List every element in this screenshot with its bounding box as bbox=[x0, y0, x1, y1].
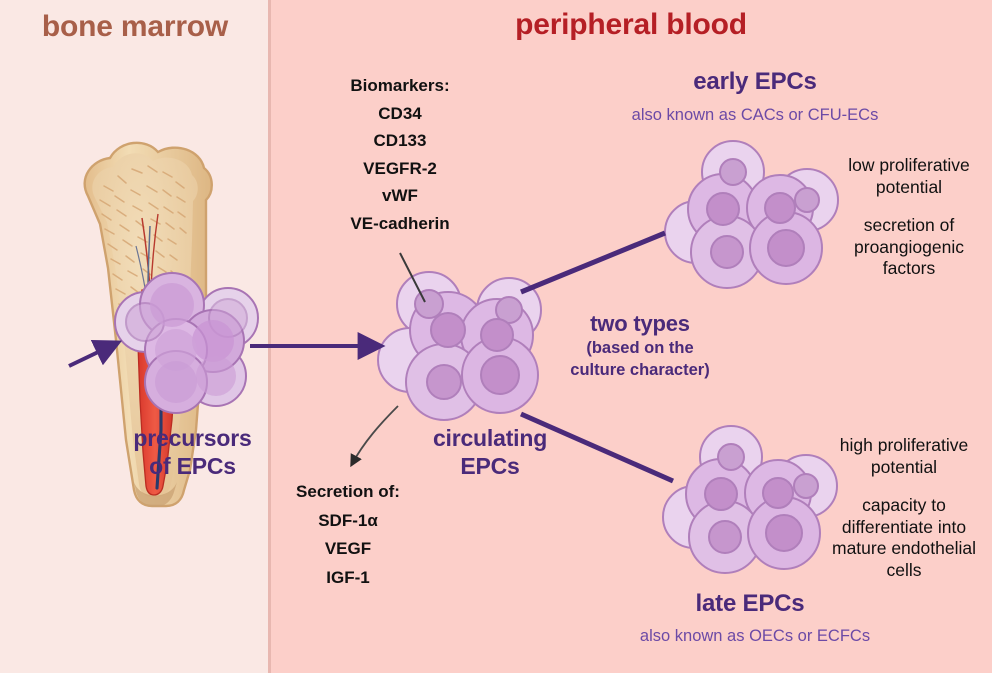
biomarkers-list: Biomarkers: CD34 CD133 VEGFR-2 vWF VE-ca… bbox=[300, 72, 500, 237]
two-types-sub-line2: culture character) bbox=[570, 361, 710, 379]
secretion-item: IGF-1 bbox=[326, 567, 370, 587]
late-epcs-description-item: high proliferative potential bbox=[839, 435, 969, 477]
bone-marrow-region-background bbox=[0, 0, 270, 673]
secretion-item: VEGF bbox=[324, 539, 372, 558]
biomarker-item: VE-cadherin bbox=[350, 213, 450, 233]
circulating-epcs-label: circulating EPCs bbox=[400, 424, 580, 480]
secretion-list: Secretion of: SDF-1α VEGF IGF-1 bbox=[248, 478, 448, 592]
two-types-sub-line1: (based on the bbox=[586, 339, 694, 357]
precursors-label-line2: of EPCs bbox=[149, 453, 236, 479]
precursors-label: precursors of EPCs bbox=[110, 424, 275, 480]
biomarker-item: CD34 bbox=[378, 103, 422, 123]
early-epcs-descriptions: low proliferative potential secretion of… bbox=[828, 155, 990, 280]
precursors-label-line1: precursors bbox=[133, 425, 252, 451]
secretion-heading: Secretion of: bbox=[296, 482, 400, 501]
circulating-label-line1: circulating bbox=[432, 425, 548, 451]
two-types-main: two types bbox=[590, 311, 690, 336]
secretion-item: SDF-1α bbox=[318, 510, 378, 530]
two-types-annotation: two types (based on the culture characte… bbox=[540, 310, 740, 381]
early-epcs-subtitle: also known as CACs or CFU-ECs bbox=[631, 106, 879, 124]
peripheral-blood-title: peripheral blood bbox=[515, 8, 747, 41]
biomarker-item: CD133 bbox=[373, 131, 427, 150]
bone-marrow-title: bone marrow bbox=[41, 10, 229, 43]
late-epcs-subtitle: also known as OECs or ECFCs bbox=[639, 627, 871, 645]
circulating-label-line2: EPCs bbox=[460, 453, 520, 479]
late-epcs-descriptions: high proliferative potential capacity to… bbox=[818, 435, 990, 581]
early-epcs-description-item: secretion of proangiogenic factors bbox=[854, 215, 964, 278]
early-epcs-description-item: low proliferative potential bbox=[848, 155, 970, 197]
early-epcs-title: early EPCs bbox=[693, 68, 817, 95]
biomarkers-heading: Biomarkers: bbox=[350, 76, 450, 95]
biomarker-item: vWF bbox=[382, 186, 418, 205]
late-epcs-title: late EPCs bbox=[695, 590, 805, 617]
biomarker-item: VEGFR-2 bbox=[363, 158, 437, 178]
late-epcs-description-item: capacity to differentiate into mature en… bbox=[832, 495, 976, 580]
region-divider bbox=[268, 0, 271, 673]
